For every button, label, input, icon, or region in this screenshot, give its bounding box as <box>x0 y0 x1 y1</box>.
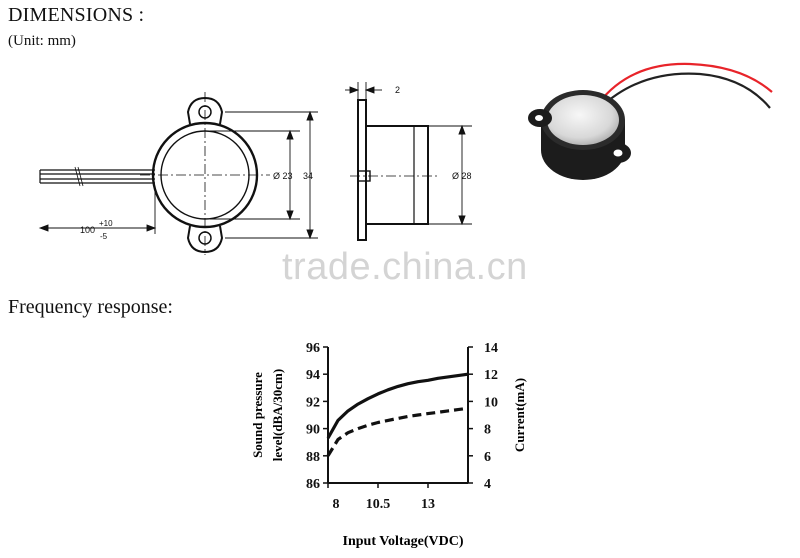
y2-tick-label: 10 <box>484 395 498 410</box>
dimension-labels: 100 +10 -5 Ø 23 34 Ø 28 2 <box>80 85 472 241</box>
black-wire <box>599 72 771 109</box>
y-tick-label: 90 <box>306 423 320 438</box>
y2-axis-ticks: 4 6 8 10 12 14 <box>468 341 498 492</box>
y-axis-label-line-2: level(dBA/30cm) <box>270 369 285 461</box>
inner-diameter-label: Ø 23 <box>273 171 293 181</box>
piezo-buzzer-photo <box>528 62 773 180</box>
y-axis-label-line-1: Sound pressure <box>250 372 265 458</box>
y-tick-label: 94 <box>306 368 320 383</box>
x-axis-label: Input Voltage(VDC) <box>343 534 464 549</box>
y-tick-label: 96 <box>306 341 320 356</box>
flange-thickness-label: 2 <box>395 85 400 95</box>
buzzer-face <box>547 95 619 145</box>
lead-wires <box>39 166 155 187</box>
front-view <box>140 92 270 255</box>
unit-note: (Unit: mm) <box>8 33 76 49</box>
sound-pressure-series-line <box>326 372 469 439</box>
dimension-drawing: 100 +10 -5 Ø 23 34 Ø 28 2 <box>38 82 472 255</box>
y2-tick-label: 8 <box>484 423 491 438</box>
flange-span-label: 34 <box>303 171 313 181</box>
y-tick-label: 88 <box>306 450 320 465</box>
x-axis-ticks: 8 10.5 13 <box>327 483 435 512</box>
frequency-response-heading: Frequency response: <box>8 296 173 318</box>
plot-frame <box>327 347 469 484</box>
x-tick-label: 8 <box>333 497 340 512</box>
y-tick-label: 92 <box>306 395 320 410</box>
x-tick-label: 13 <box>421 497 435 512</box>
x-tick-label: 10.5 <box>366 497 391 512</box>
side-view <box>350 99 440 241</box>
lead-length-label: 100 <box>80 225 95 235</box>
lead-tolerance-minus: -5 <box>100 232 108 241</box>
y2-axis-label: Current(mA) <box>512 378 527 452</box>
lead-tolerance-plus: +10 <box>99 219 113 228</box>
frequency-response-chart: 86 88 90 92 94 96 4 6 8 10 12 14 8 10.5 13 Sound pre… <box>250 341 527 549</box>
y2-tick-label: 4 <box>484 477 491 492</box>
y-tick-label: 86 <box>306 477 320 492</box>
y2-tick-label: 6 <box>484 450 491 465</box>
current-series-line <box>326 406 469 457</box>
dimensions-heading: DIMENSIONS : <box>8 4 145 26</box>
red-wire <box>597 62 773 105</box>
front-dimension-lines <box>38 110 318 240</box>
y-axis-ticks: 86 88 90 92 94 96 <box>306 341 328 492</box>
watermark-text: trade.china.cn <box>282 246 528 288</box>
series-layer <box>326 372 469 457</box>
body-diameter-label: Ø 28 <box>452 171 472 181</box>
side-dimension-lines <box>345 82 472 226</box>
y2-tick-label: 12 <box>484 368 498 383</box>
y2-tick-label: 14 <box>484 341 498 356</box>
